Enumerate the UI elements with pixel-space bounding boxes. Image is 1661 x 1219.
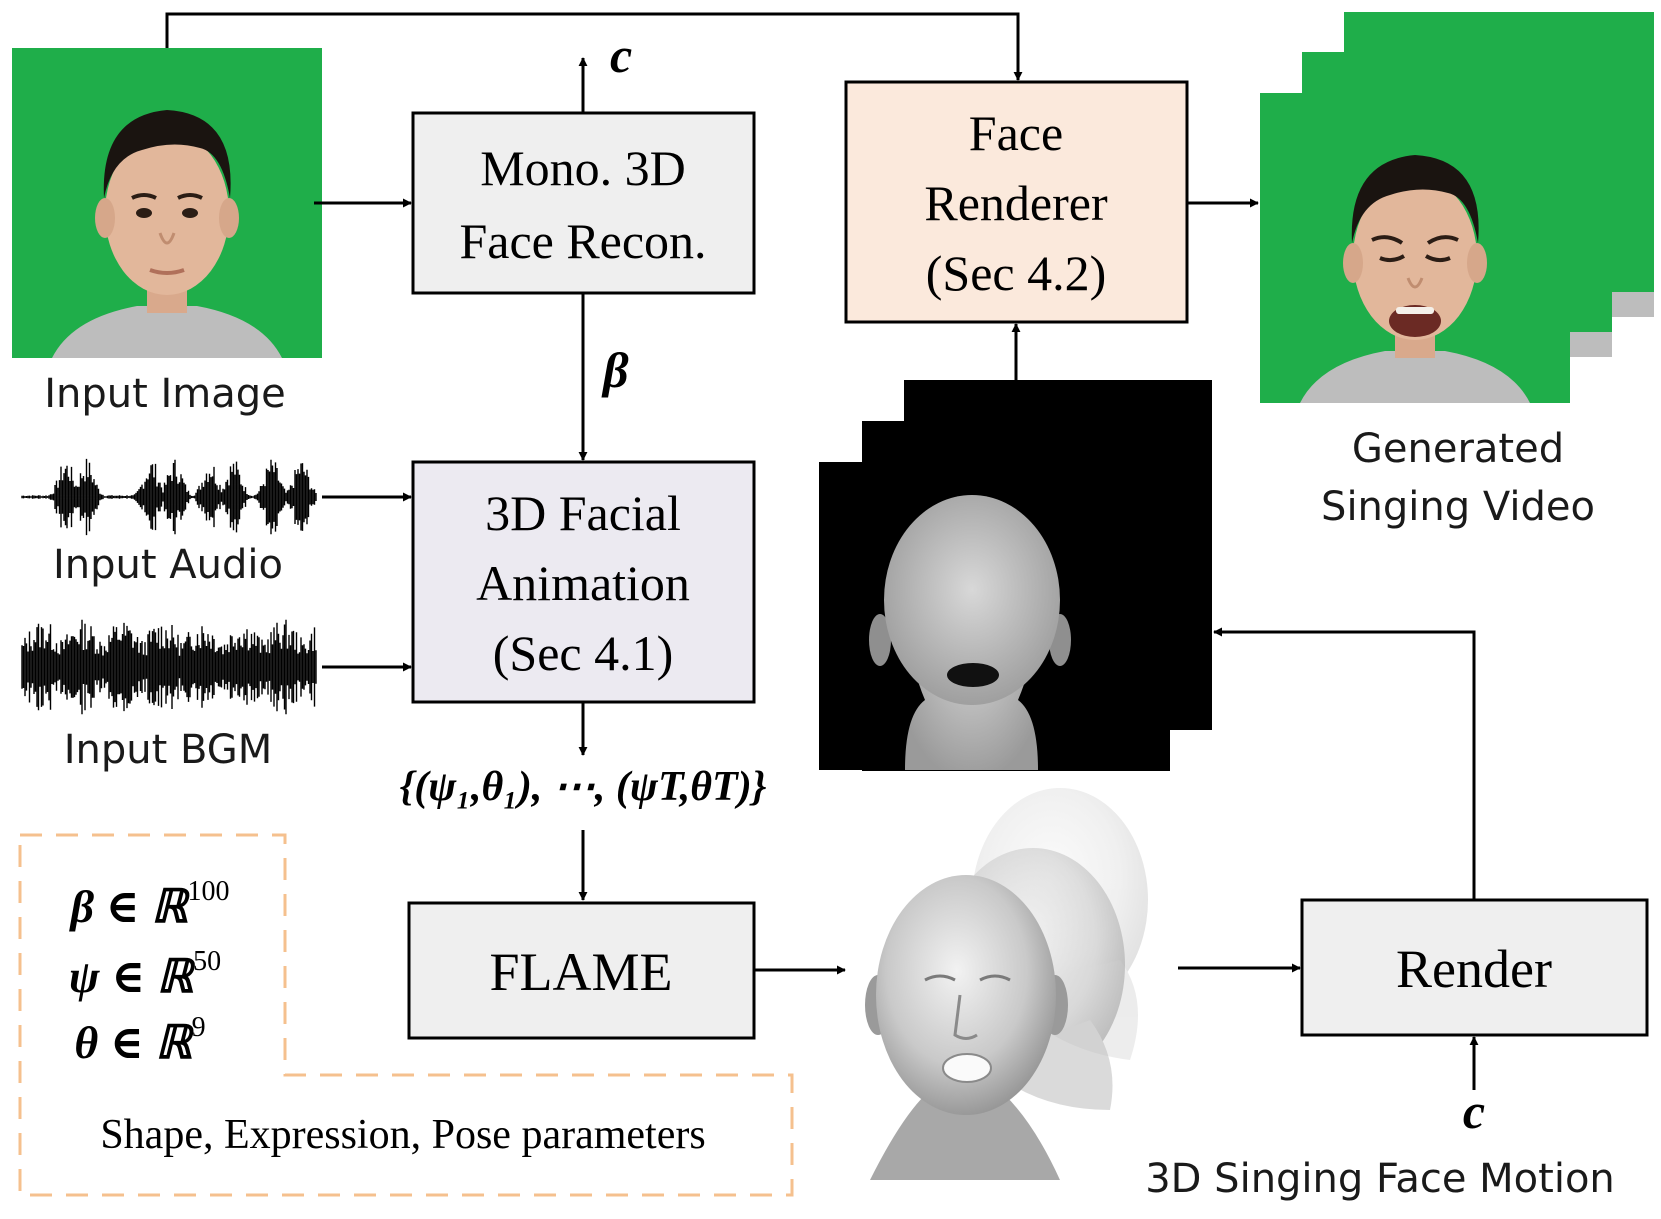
face-recon-line1: Mono. 3D	[480, 140, 686, 196]
arrow-image-to-renderer	[165, 12, 1023, 81]
generated-label-line2: Singing Video	[1321, 484, 1595, 530]
generated-video-stack	[1260, 12, 1654, 403]
face-recon-line2: Face Recon.	[459, 213, 706, 269]
face-renderer-box: Face Renderer (Sec 4.2)	[844, 80, 1189, 324]
render-box: Render	[1300, 898, 1649, 1037]
motion-label: 3D Singing Face Motion	[1145, 1156, 1615, 1202]
flame-box: FLAME	[407, 901, 756, 1040]
facial-animation-box: 3D Facial Animation (Sec 4.1)	[411, 460, 756, 704]
generated-label-line1: Generated	[1352, 426, 1564, 472]
legend-psi: ψ ∈ ℝ50	[69, 946, 221, 1002]
camera-symbol-top: c	[610, 27, 632, 83]
input-image-label: Input Image	[44, 371, 286, 417]
animation-line2: Animation	[476, 555, 690, 611]
input-audio-label: Input Audio	[53, 542, 283, 588]
legend-beta: β ∈ ℝ100	[68, 876, 229, 932]
depth-render-stack	[819, 380, 1212, 771]
animation-line1: 3D Facial	[485, 485, 681, 541]
render-label: Render	[1396, 939, 1552, 999]
renderer-line2: Renderer	[924, 175, 1108, 231]
arrow-render-to-depth	[1213, 627, 1476, 900]
face-recon-box: Mono. 3D Face Recon.	[411, 111, 756, 295]
input-image	[12, 48, 322, 358]
bgm-waveform	[21, 619, 317, 715]
flame-label: FLAME	[489, 942, 672, 1002]
renderer-line1: Face	[969, 105, 1063, 161]
parameter-sequence: {(ψ₁,θ₁), ⋯, (ψT,θT)}	[400, 764, 767, 810]
renderer-line3: (Sec 4.2)	[926, 245, 1107, 301]
beta-symbol: β	[601, 342, 629, 398]
legend-box	[18, 833, 794, 1197]
singing-face-motion-meshes	[865, 788, 1148, 1180]
legend-caption: Shape, Expression, Pose parameters	[100, 1112, 705, 1158]
camera-symbol-bottom: c	[1463, 1083, 1485, 1139]
input-bgm-label: Input BGM	[64, 727, 273, 773]
animation-line3: (Sec 4.1)	[493, 625, 674, 681]
audio-waveform	[21, 458, 317, 536]
legend-theta: θ ∈ ℝ9	[74, 1012, 205, 1068]
